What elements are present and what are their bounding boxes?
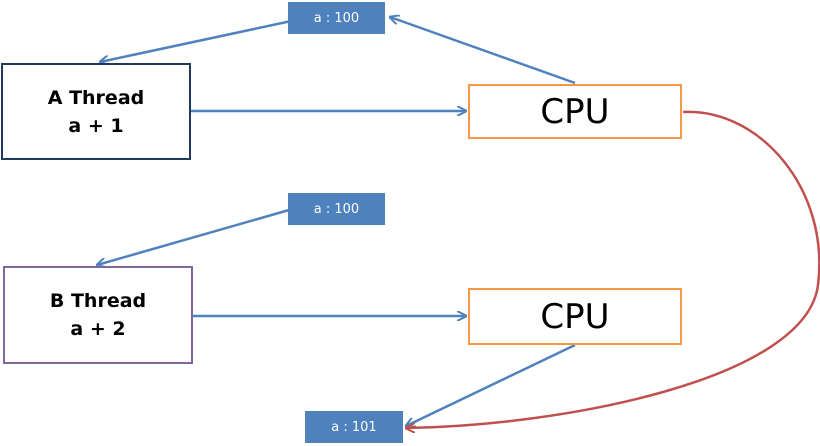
cpu-box-top: CPU: [468, 84, 682, 139]
value-badge-top: a : 100: [288, 2, 385, 34]
value-badge-middle: a : 100: [288, 193, 385, 225]
cpu-top-label: CPU: [540, 91, 610, 132]
value-badge-bottom: a : 101: [305, 411, 403, 443]
arrow-value-to-thread-b: [97, 206, 297, 265]
thread-b-operation: a + 2: [70, 318, 126, 340]
thread-b-box: B Thread a + 2: [3, 266, 193, 364]
arrow-cpu-to-result-curve: [406, 110, 820, 428]
cpu-bottom-label: CPU: [540, 296, 610, 337]
thread-b-name: B Thread: [49, 290, 147, 312]
arrow-cpu-to-value-bottom: [406, 343, 576, 426]
arrow-cpu-to-value-top: [390, 17, 576, 85]
thread-a-box: A Thread a + 1: [1, 63, 191, 160]
thread-a-name: A Thread: [47, 86, 145, 109]
arrow-value-to-thread-a: [100, 18, 297, 62]
cpu-box-bottom: CPU: [468, 288, 682, 345]
thread-a-operation: a + 1: [68, 114, 124, 137]
